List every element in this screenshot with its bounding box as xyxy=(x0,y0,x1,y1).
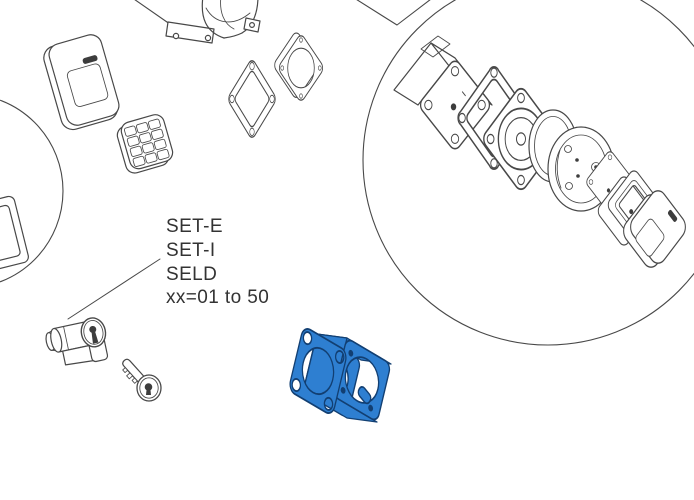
part-square-gasket xyxy=(228,60,276,138)
model-label-set-i: SET-I xyxy=(166,239,216,261)
detail-circle-right xyxy=(362,0,694,346)
leader-line-top-v xyxy=(356,0,431,26)
variant-range-note: xx=01 to 50 xyxy=(166,287,270,309)
cover-slot xyxy=(82,55,98,64)
keyhole-slot xyxy=(91,330,99,344)
cover-slot xyxy=(668,209,678,222)
part-highlight-gasket[interactable] xyxy=(288,326,348,416)
part-keypad-buttons xyxy=(116,114,174,174)
part-round-bezel xyxy=(274,32,323,101)
part-partial-frame-left xyxy=(0,195,29,271)
model-label-seld: SELD xyxy=(166,263,218,285)
part-outer-cover xyxy=(623,190,686,268)
callout-text: SET-E SET-I SELD xx=01 to 50 xyxy=(166,215,269,310)
model-label-set-e: SET-E xyxy=(166,216,223,237)
part-lock-cylinder xyxy=(45,317,109,366)
detail-circle-left xyxy=(0,99,64,283)
part-front-cover xyxy=(43,34,120,131)
part-key xyxy=(122,358,162,402)
highlighted-part[interactable] xyxy=(288,326,392,423)
leader-line-callout xyxy=(67,258,161,320)
part-top-housing-cutoff xyxy=(165,0,261,44)
key-hole-slot xyxy=(146,387,151,395)
